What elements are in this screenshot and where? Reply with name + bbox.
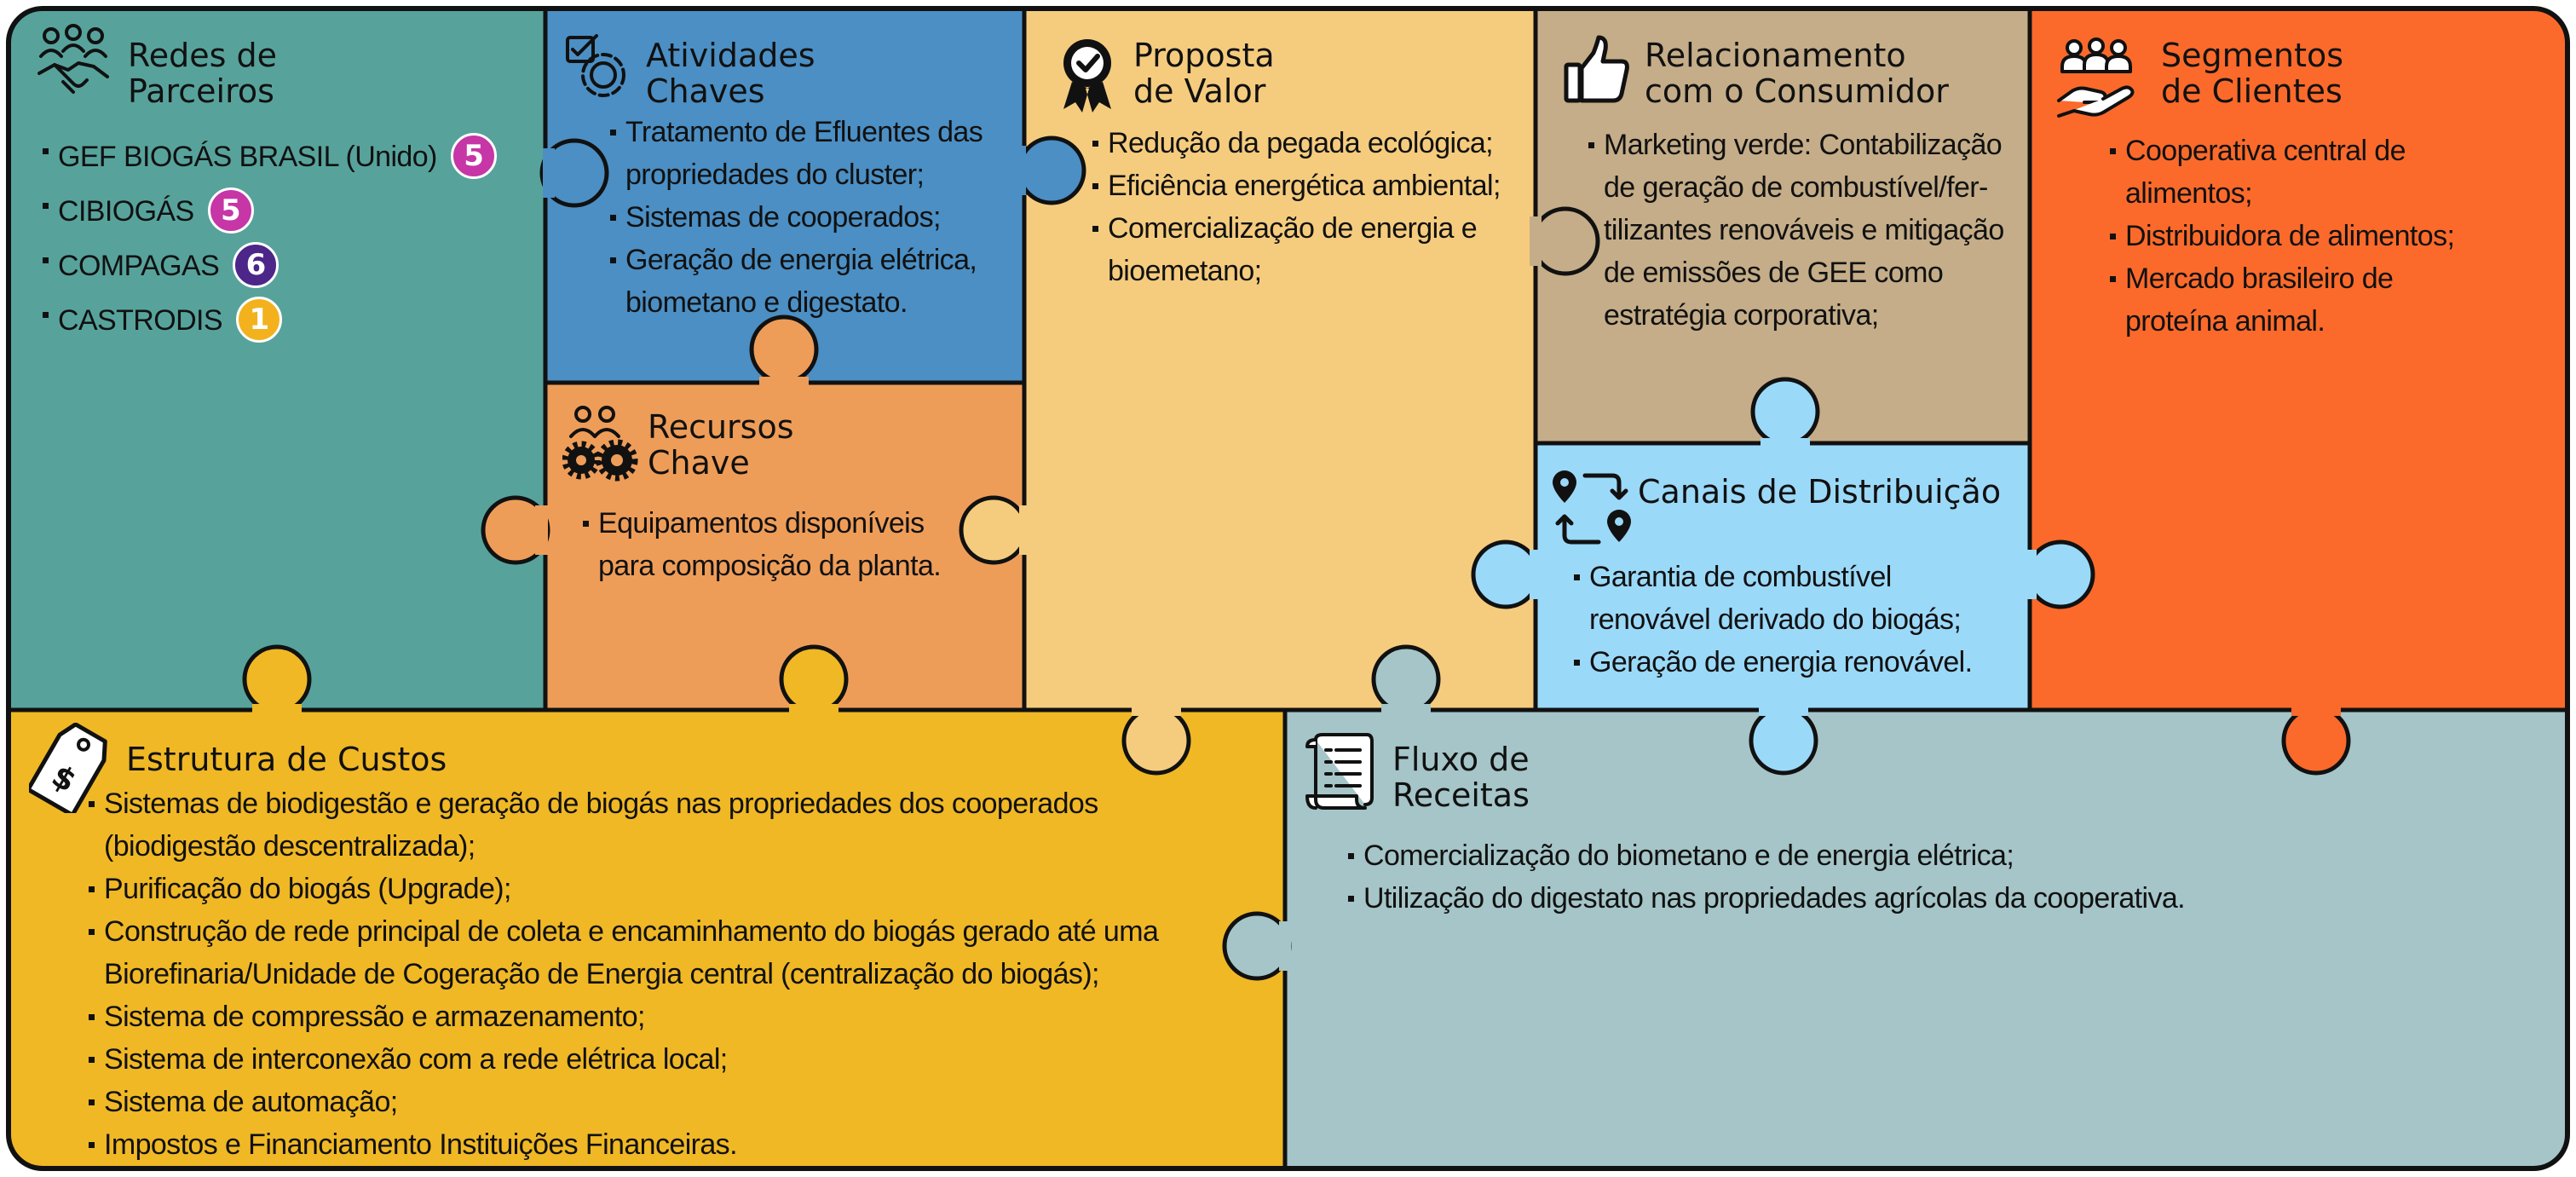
list-item: Distribuidora de alimentos;: [2108, 215, 2455, 257]
partner-name: CASTRODIS: [58, 304, 223, 337]
custos-title: Estrutura de Custos: [126, 741, 447, 778]
atividades-list: Tratamento de Efluentes das propriedades…: [608, 111, 983, 324]
partner-name: CIBIOGÁS: [58, 195, 194, 228]
list-item: Purificação do biogás (Upgrade);: [87, 868, 1158, 910]
redes-title-line1: Redes de: [128, 37, 277, 74]
partner-score-badge: 1: [235, 297, 282, 343]
list-item: Comercialização de energia e bioemetano;: [1091, 207, 1501, 292]
segmentos-title: Segmentos de Clientes: [2161, 38, 2343, 109]
list-item: Construção de rede principal de coleta e…: [87, 910, 1159, 995]
knob-atividades-into-proposta: [1017, 136, 1086, 205]
list-item: Marketing verde: Contabilização de geraç…: [1587, 124, 2004, 337]
knob-recursos-into-atividades: [749, 314, 819, 384]
custos-list: Sistemas de biodigestão e geração de bio…: [87, 782, 1159, 1166]
list-item: Eficiência energética ambiental;: [1091, 164, 1501, 207]
receitas-title: Fluxo de Receitas: [1392, 741, 1530, 813]
list-item: Comercialização do biometano e de energi…: [1346, 834, 2185, 877]
receitas-list: Comercialização do biometano e de energi…: [1346, 834, 2186, 920]
list-item: Sistema de compressão e armazenamento;: [87, 995, 1158, 1038]
canais-list: Garantia de combustível renovável deriva…: [1572, 556, 1973, 684]
partner-name: GEF BIOGÁS BRASIL (Unido): [58, 141, 437, 173]
knob-custos-into-recursos: [779, 644, 849, 714]
knob-canais-into-proposta: [1471, 539, 1541, 609]
relacionamento-title: Relacionamento com o Consumidor: [1645, 38, 1949, 109]
relacionamento-list: Marketing verde: Contabilização de geraç…: [1587, 124, 2004, 337]
list-item: GEF BIOGÁS BRASIL (Unido) 5: [41, 130, 497, 184]
piece-segmentos: [2027, 9, 2567, 713]
list-item: Sistemas de biodigestão e geração de bio…: [87, 782, 1158, 868]
partner-score-badge: 6: [233, 242, 279, 289]
redes-title-line2: Parceiros: [128, 72, 274, 110]
recursos-list: Equipamentos disponíveis para composição…: [581, 502, 942, 587]
relacionamento-title-line1: Relacionamento: [1645, 37, 1906, 74]
piece-redes: [9, 9, 548, 713]
receitas-title-line1: Fluxo de: [1392, 741, 1530, 778]
list-item: Geração de energia renovável.: [1572, 641, 1973, 684]
proposta-list: Redução da pegada ecológica; Eficiência …: [1091, 122, 1501, 292]
segmentos-title-line1: Segmentos: [2161, 37, 2344, 74]
list-item: Geração de energia elétrica, biometano e…: [608, 239, 983, 324]
receitas-title-line2: Receitas: [1392, 776, 1530, 814]
list-item: Cooperativa central de alimentos;: [2108, 130, 2454, 215]
piece-custos: [9, 707, 1288, 1168]
knob-canais-into-segmentos: [2026, 539, 2095, 609]
route-pins-icon: [1553, 470, 1631, 545]
proposta-title: Proposta de Valor: [1133, 38, 1275, 109]
recursos-title-line1: Recursos: [648, 408, 794, 446]
list-item: CIBIOGÁS 5: [41, 184, 497, 239]
proposta-title-line1: Proposta: [1133, 37, 1275, 74]
thumbs-up-icon: [1564, 35, 1629, 103]
knob-custos-into-redes: [242, 644, 312, 714]
partner-score-badge: 5: [450, 133, 497, 180]
canais-title: Canais de Distribuição: [1638, 473, 2002, 511]
knob-canais-into-relacionamento: [1750, 377, 1820, 447]
list-item: Garantia de combustível renovável deriva…: [1572, 556, 1972, 641]
segmentos-title-line2: de Clientes: [2161, 72, 2343, 110]
award-badge-icon: [1063, 39, 1111, 113]
people-gears-icon: [562, 406, 638, 482]
list-item: Mercado brasileiro de proteína animal.: [2108, 257, 2454, 343]
atividades-title-line2: Chaves: [646, 72, 765, 110]
list-item: Impostos e Financiamento Instituições Fi…: [87, 1123, 1158, 1166]
partner-score-badge: 5: [207, 188, 254, 234]
piece-proposta: [1022, 9, 1538, 713]
list-item: Utilização do digestato nas propriedades…: [1346, 877, 2186, 920]
atividades-title-line1: Atividades: [646, 37, 815, 74]
customers-hand-icon: [2057, 38, 2135, 118]
recursos-title: Recursos Chave: [648, 409, 794, 481]
list-item: Sistema de interconexão com a rede elétr…: [87, 1038, 1158, 1081]
segmentos-list: Cooperativa central de alimentos; Distri…: [2108, 130, 2455, 343]
proposta-title-line2: de Valor: [1133, 72, 1266, 110]
relacionamento-title-line2: com o Consumidor: [1645, 72, 1949, 110]
redes-title: Redes de Parceiros: [128, 38, 277, 109]
checklist-gear-icon: [566, 34, 625, 97]
knob-receitas-into-proposta: [1371, 644, 1441, 714]
list-item: CASTRODIS 1: [41, 293, 497, 348]
partner-name: COMPAGAS: [58, 250, 220, 282]
canvas-border: [6, 6, 2570, 1171]
handshake-people-icon: [37, 24, 109, 94]
knob-proposta-into-custos: [1121, 706, 1191, 776]
atividades-title: Atividades Chaves: [646, 38, 815, 109]
knob-proposta-into-recursos: [959, 495, 1029, 565]
knob-canais-into-receitas: [1749, 706, 1818, 776]
piece-receitas: [1282, 707, 2567, 1168]
scroll-receipt-icon: [1305, 733, 1374, 810]
knob-segmentos-into-receitas: [2281, 706, 2351, 776]
list-item: COMPAGAS 6: [41, 239, 497, 293]
list-item: Sistema de automação;: [87, 1081, 1158, 1123]
list-item: Equipamentos disponíveis para composição…: [581, 502, 942, 587]
price-tag-icon: $: [29, 723, 107, 813]
recursos-title-line2: Chave: [648, 444, 750, 482]
list-item: Tratamento de Efluentes das propriedades…: [608, 111, 983, 196]
list-item: Redução da pegada ecológica;: [1091, 122, 1501, 164]
list-item: Sistemas de cooperados;: [608, 196, 983, 239]
knob-atividades-into-redes: [539, 138, 609, 208]
redes-list: GEF BIOGÁS BRASIL (Unido) 5 CIBIOGÁS 5 COM…: [41, 130, 497, 348]
